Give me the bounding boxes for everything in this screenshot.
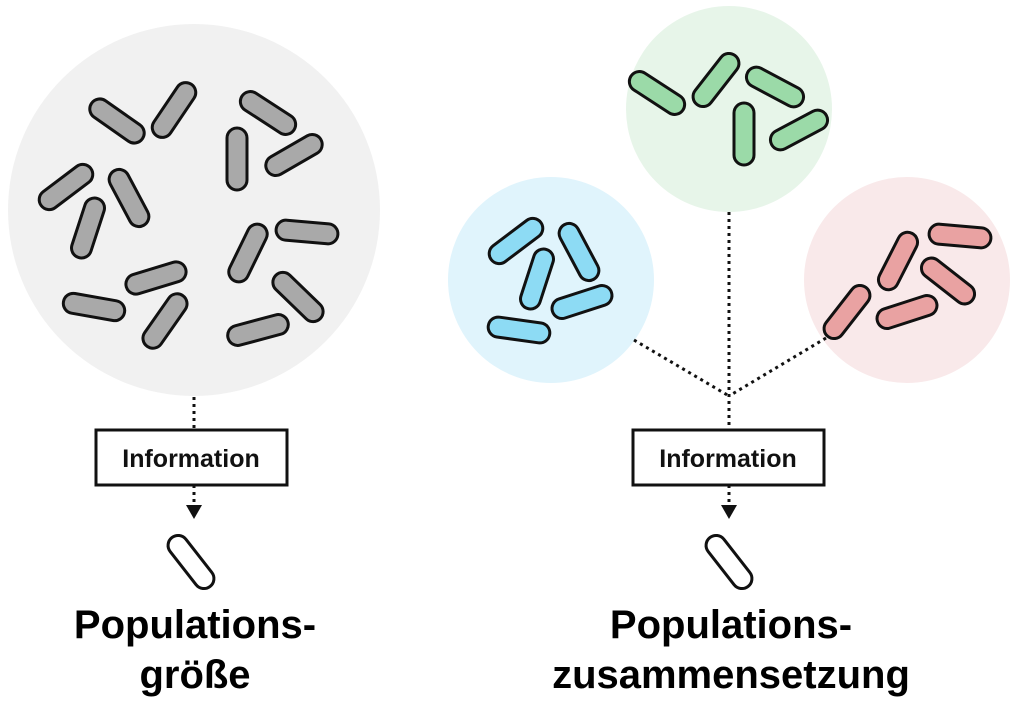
information-label-right: Information [659,445,797,473]
bacterium-gray [150,81,198,139]
bacterium-red [822,283,872,341]
population-circle-green [626,6,832,212]
bacterium-green [732,101,756,167]
bacterium-gray [141,292,189,350]
connector-line-blue [633,338,730,398]
bacterium-gray [226,313,290,347]
bacterium-gray [264,133,324,177]
bacterium-gray [124,260,188,296]
bacterium-red [927,222,993,250]
population-circle-gray [8,24,380,396]
bacterium-green [768,108,830,152]
bacterium-green [691,51,741,109]
bacterium-gray [88,97,146,145]
bacterium-gray [274,218,340,246]
bacterium-gray [271,270,325,324]
caption-left-line2: größe [139,653,250,697]
population-circle-red [804,177,1010,383]
connector-line-red [728,336,827,398]
bacteria-group-blue [486,216,614,345]
population-circle-blue [448,177,654,383]
arrow-head-left [186,505,202,519]
panel-population-size: Information Populations- größe [8,24,380,697]
bacterium-gray [37,162,95,212]
bacterium-blue [487,216,545,266]
caption-right-line1: Populations- [610,603,852,647]
bacterium-red [876,230,920,292]
single-bacterium-left [166,533,216,591]
bacterium-gray [225,126,249,192]
information-label-left: Information [122,445,260,473]
bacterium-gray [61,291,127,323]
bacteria-group-red [822,222,993,341]
bacteria-group-gray [37,81,340,350]
bacterium-gray [70,196,106,260]
bacterium-blue [557,221,601,283]
information-box-right [631,428,826,487]
caption-left-line1: Populations- [74,603,316,647]
bacterium-blue [519,247,555,311]
bacterium-blue [486,315,552,345]
bacterium-gray [227,222,269,284]
caption-right-line2: zusammensetzung [552,653,910,697]
bacterium-green [744,65,806,109]
single-bacterium-right [704,533,754,591]
panel-population-composition: Information Populations- zusammensetzung [448,6,1010,697]
bacterium-blue [550,284,614,320]
information-box-left [94,428,289,487]
bacterium-gray [107,167,151,229]
bacterium-red [919,256,977,306]
bacterium-red [875,294,939,330]
bacteria-group-green [627,51,830,167]
bacterium-green [627,70,687,116]
arrow-head-right [721,505,737,519]
